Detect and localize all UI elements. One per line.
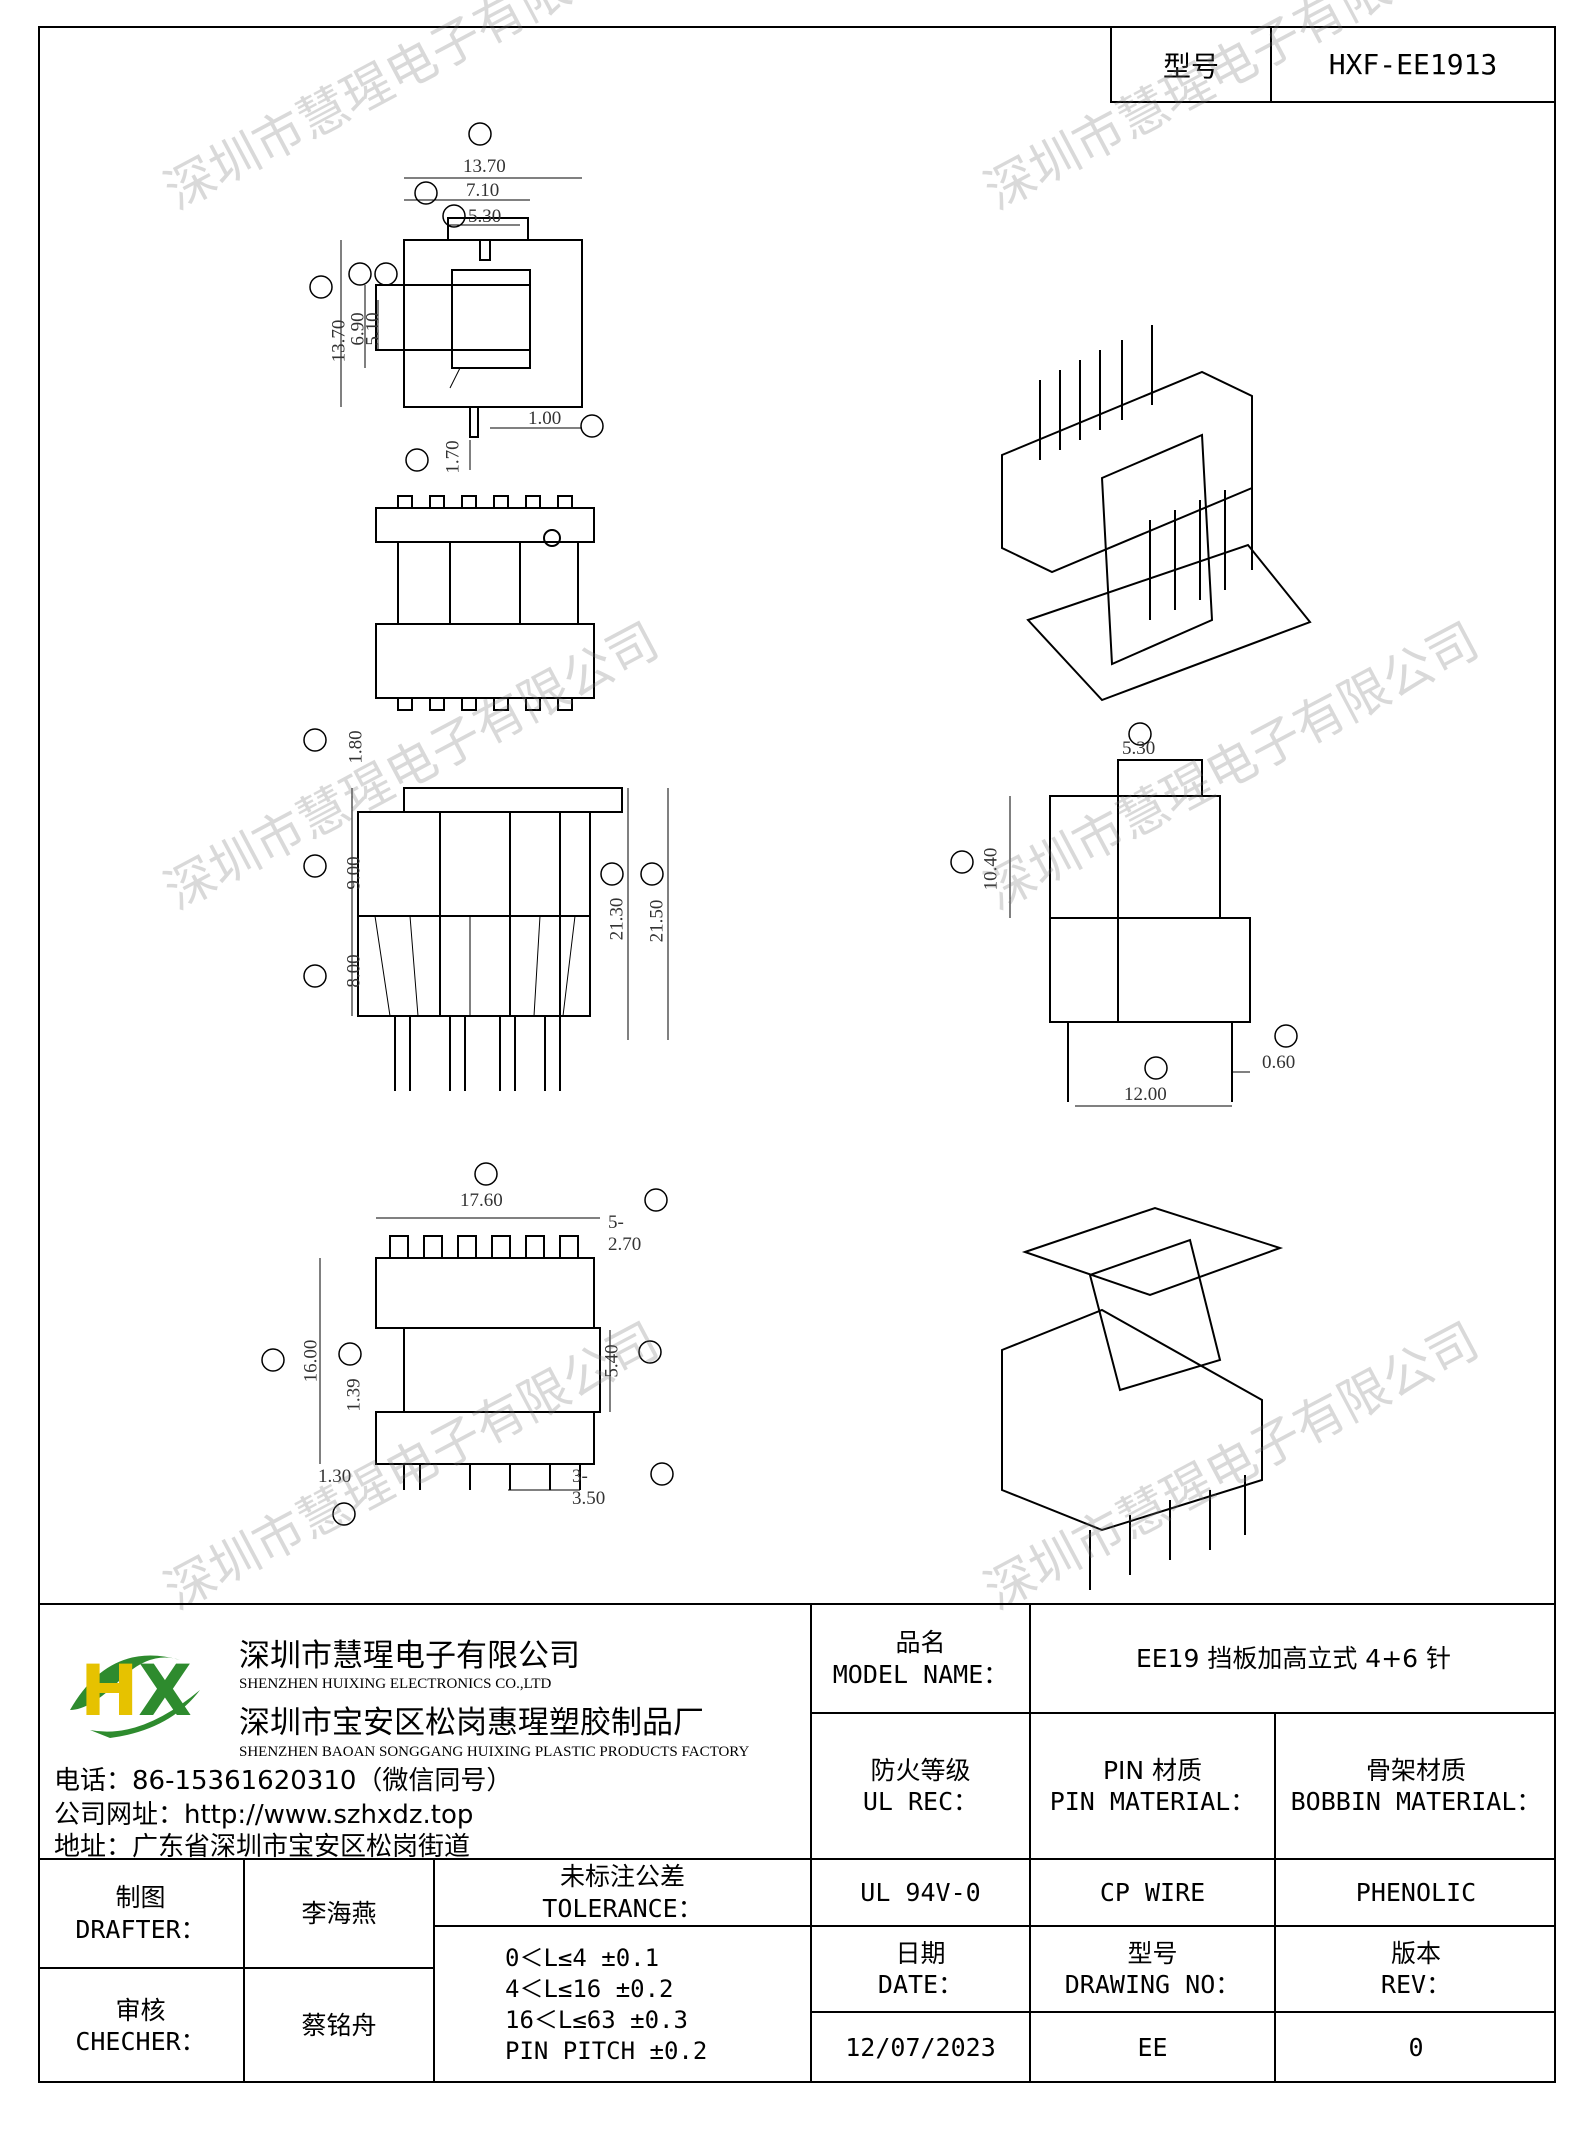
drafter-value: 李海燕: [301, 1898, 377, 1928]
drawing-frame: [38, 26, 1556, 2083]
model-name-value: EE19 挡板加高立式 4+6 针: [1135, 1643, 1451, 1673]
drawing-no-label: 型号 DRAWING NO：: [1064, 1938, 1241, 1999]
isometric-view-bottom: [1001, 1206, 1284, 1590]
svg-text:X: X: [138, 1650, 192, 1732]
dim-U: 5.40: [601, 1344, 623, 1378]
checker-value: 蔡铭舟: [301, 2011, 377, 2041]
tolerance-values: 0＜L≤4 ±0.1 4＜L≤16 ±0.2 16＜L≤63 ±0.3 PIN …: [505, 1943, 708, 2066]
model-number-label: 型号: [1112, 28, 1272, 101]
bobbin-material-value: PHENOLIC: [1355, 1877, 1477, 1907]
date-value: 12/07/2023: [845, 2033, 996, 2063]
dim-F: 5.10: [362, 312, 384, 346]
company-name-en: SHENZHEN HUIXING ELECTRONICS CO.,LTD: [239, 1676, 552, 1692]
pin-material-label: PIN 材质 PIN MATERIAL：: [1049, 1755, 1256, 1816]
checker-label: 审核 CHECHER：: [75, 1995, 206, 2056]
dim-J: 9.00: [343, 856, 365, 890]
factory-name-cn: 深圳市宝安区松岗惠瑆塑胶制品厂: [239, 1705, 704, 1741]
isometric-view-top: [1001, 325, 1312, 702]
model-number-box: 型号 HXF-EE1913: [1110, 26, 1556, 103]
company-website: 公司网址：http://www.szhxdz.top: [54, 1800, 474, 1830]
svg-text:H: H: [80, 1650, 139, 1732]
callout-circles: [261, 122, 1298, 1526]
dim-T: 16.00: [300, 1339, 322, 1383]
dim-G: 1.00: [528, 408, 562, 429]
dim-N: 5.30: [1122, 738, 1156, 759]
model-name-label: 品名 MODEL NAME：: [832, 1628, 1009, 1689]
dim-V: 1.39: [343, 1378, 365, 1412]
date-label: 日期 DATE：: [877, 1938, 964, 1999]
dim-P: 0.60: [1262, 1052, 1296, 1073]
pin-material-value: CP WIRE: [1099, 1877, 1206, 1907]
dim-W: 1.30: [318, 1466, 352, 1487]
bottom-view: [319, 1217, 611, 1491]
dim-B: 7.10: [466, 180, 500, 201]
tolerance-label: 未标注公差 TOLERANCE：: [542, 1862, 703, 1923]
company-name-cn: 深圳市慧瑆电子有限公司: [239, 1638, 580, 1674]
dim-M: 21.50: [646, 899, 668, 943]
dim-S: 5-2.70: [608, 1212, 642, 1255]
dim-K: 8.00: [343, 954, 365, 988]
dim-X: 3-3.50: [572, 1466, 606, 1509]
company-info: H X 深圳市慧瑆电子有限公司 SHENZHEN HUIXING ELECTRO…: [48, 1610, 810, 1862]
drafter-label: 制图 DRAFTER：: [75, 1883, 206, 1944]
dim-Q: 12.00: [1124, 1084, 1167, 1105]
dim-R: 17.60: [460, 1190, 503, 1211]
company-address: 地址：广东省深圳市宝安区松岗街道: [54, 1832, 471, 1862]
end-view: [1009, 759, 1251, 1107]
rev-value: 0: [1408, 2033, 1424, 2063]
dim-H: 1.70: [442, 440, 464, 474]
company-phone: 电话：86-15361620310（微信同号）: [54, 1766, 513, 1796]
dim-I: 1.80: [345, 730, 367, 764]
rev-label: 版本 REV：: [1380, 1938, 1452, 1999]
side-view: [375, 495, 595, 711]
factory-name-en: SHENZHEN BAOAN SONGGANG HUIXING PLASTIC …: [239, 1744, 750, 1760]
ul-rec-value: UL 94V-0: [860, 1877, 981, 1907]
company-logo: H X: [70, 1650, 200, 1738]
drawing-no-value: EE: [1137, 2033, 1168, 2063]
dim-C: 5.30: [468, 206, 502, 227]
ul-rec-label: 防火等级 UL REC：: [862, 1755, 979, 1816]
dim-O: 10.40: [980, 847, 1002, 891]
front-view: [351, 787, 669, 1091]
dim-A: 13.70: [463, 156, 506, 177]
model-number-value: HXF-EE1913: [1328, 48, 1498, 81]
dim-L: 21.30: [606, 897, 628, 941]
bobbin-material-label: 骨架材质 BOBBIN MATERIAL：: [1290, 1755, 1542, 1816]
